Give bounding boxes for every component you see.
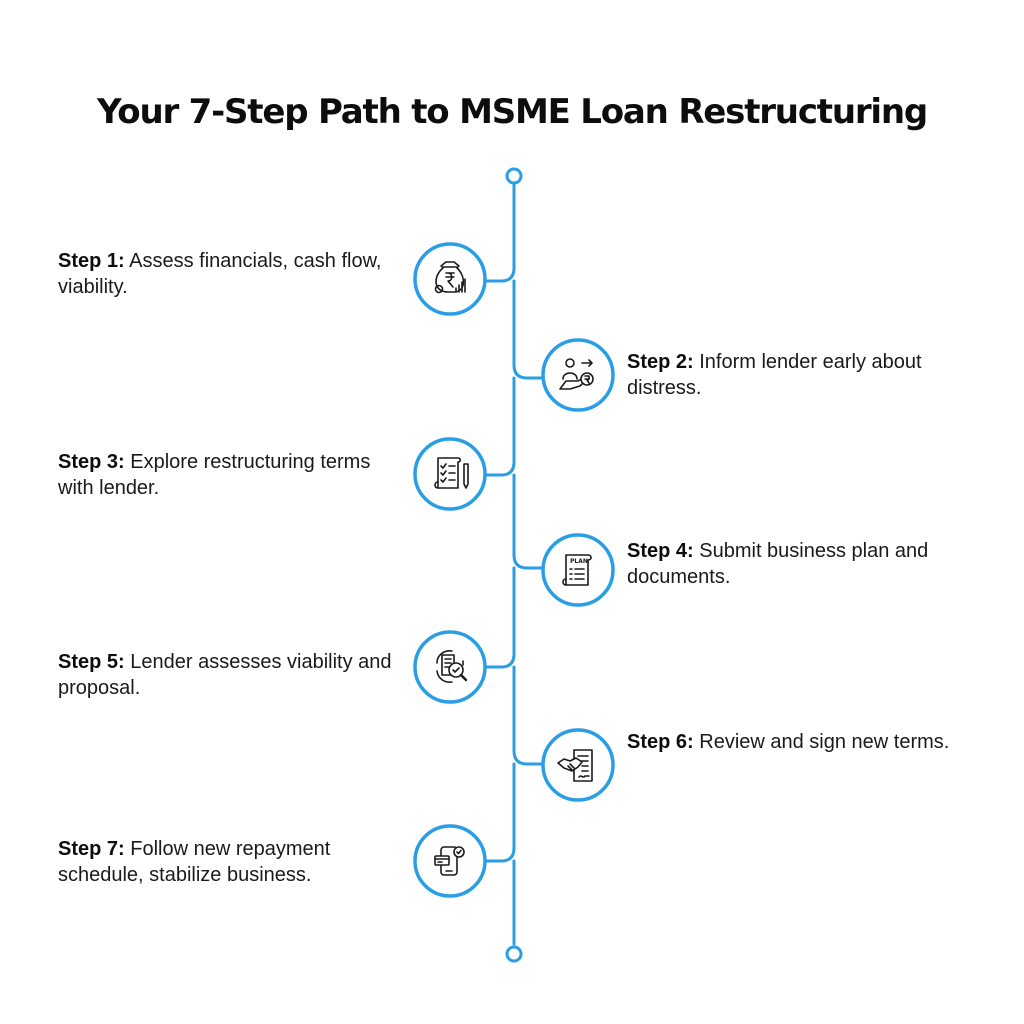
timeline-end-dot: [505, 945, 523, 963]
step-2-text: Step 2: Inform lender early about distre…: [627, 349, 967, 401]
mobile-payment-icon: [434, 846, 465, 876]
step-6-description: Review and sign new terms.: [699, 731, 950, 753]
step-5-description: Lender assesses viability and proposal.: [58, 651, 392, 699]
step-2-description: Inform lender early about distress.: [627, 351, 922, 399]
step-7-label: Step 7:: [58, 838, 125, 860]
step-1-description: Assess financials, cash flow, viability.: [58, 250, 382, 298]
step-7-text: Step 7: Follow new repayment schedule, s…: [58, 836, 398, 888]
step-5-text: Step 5: Lender assesses viability and pr…: [58, 649, 398, 701]
hand-giving-money-icon: [559, 358, 594, 390]
step-1-circle: [413, 242, 487, 316]
step-6-label: Step 6:: [627, 731, 694, 753]
step-5-label: Step 5:: [58, 651, 125, 673]
step-3-circle: [413, 437, 487, 511]
step-3-description: Explore restructuring terms with lender.: [58, 451, 371, 499]
connector-step-7: [485, 846, 516, 863]
connector-step-2: [512, 363, 546, 380]
document-review-magnifier-icon: [436, 650, 468, 683]
connector-step-3: [485, 460, 516, 477]
step-4-label: Step 4:: [627, 540, 694, 562]
connector-step-6: [512, 749, 546, 766]
svg-text:PLAN: PLAN: [570, 558, 588, 565]
page-title: Your 7-Step Path to MSME Loan Restructur…: [96, 92, 928, 132]
timeline-start-dot: [505, 167, 523, 185]
step-4-description: Submit business plan and documents.: [627, 540, 929, 588]
step-1-label: Step 1:: [58, 250, 125, 272]
connector-step-1: [485, 266, 516, 283]
checklist-scroll-icon: [434, 457, 469, 489]
step-4-text: Step 4: Submit business plan and documen…: [627, 538, 967, 590]
step-4-circle: [541, 533, 615, 607]
step-1-text: Step 1: Assess financials, cash flow, vi…: [58, 248, 398, 300]
step-7-circle: [413, 824, 487, 898]
step-3-label: Step 3:: [58, 451, 125, 473]
handshake-contract-icon: [557, 749, 593, 782]
money-bag-growth-icon: [434, 261, 466, 294]
step-6-text: Step 6: Review and sign new terms.: [627, 729, 967, 755]
step-2-label: Step 2:: [627, 351, 694, 373]
step-7-description: Follow new repayment schedule, stabilize…: [58, 838, 331, 886]
plan-document-icon: PLAN: [562, 554, 592, 586]
step-3-text: Step 3: Explore restructuring terms with…: [58, 449, 398, 501]
connector-step-5: [485, 652, 516, 669]
step-2-circle: [541, 338, 615, 412]
connector-step-4: [512, 553, 546, 570]
